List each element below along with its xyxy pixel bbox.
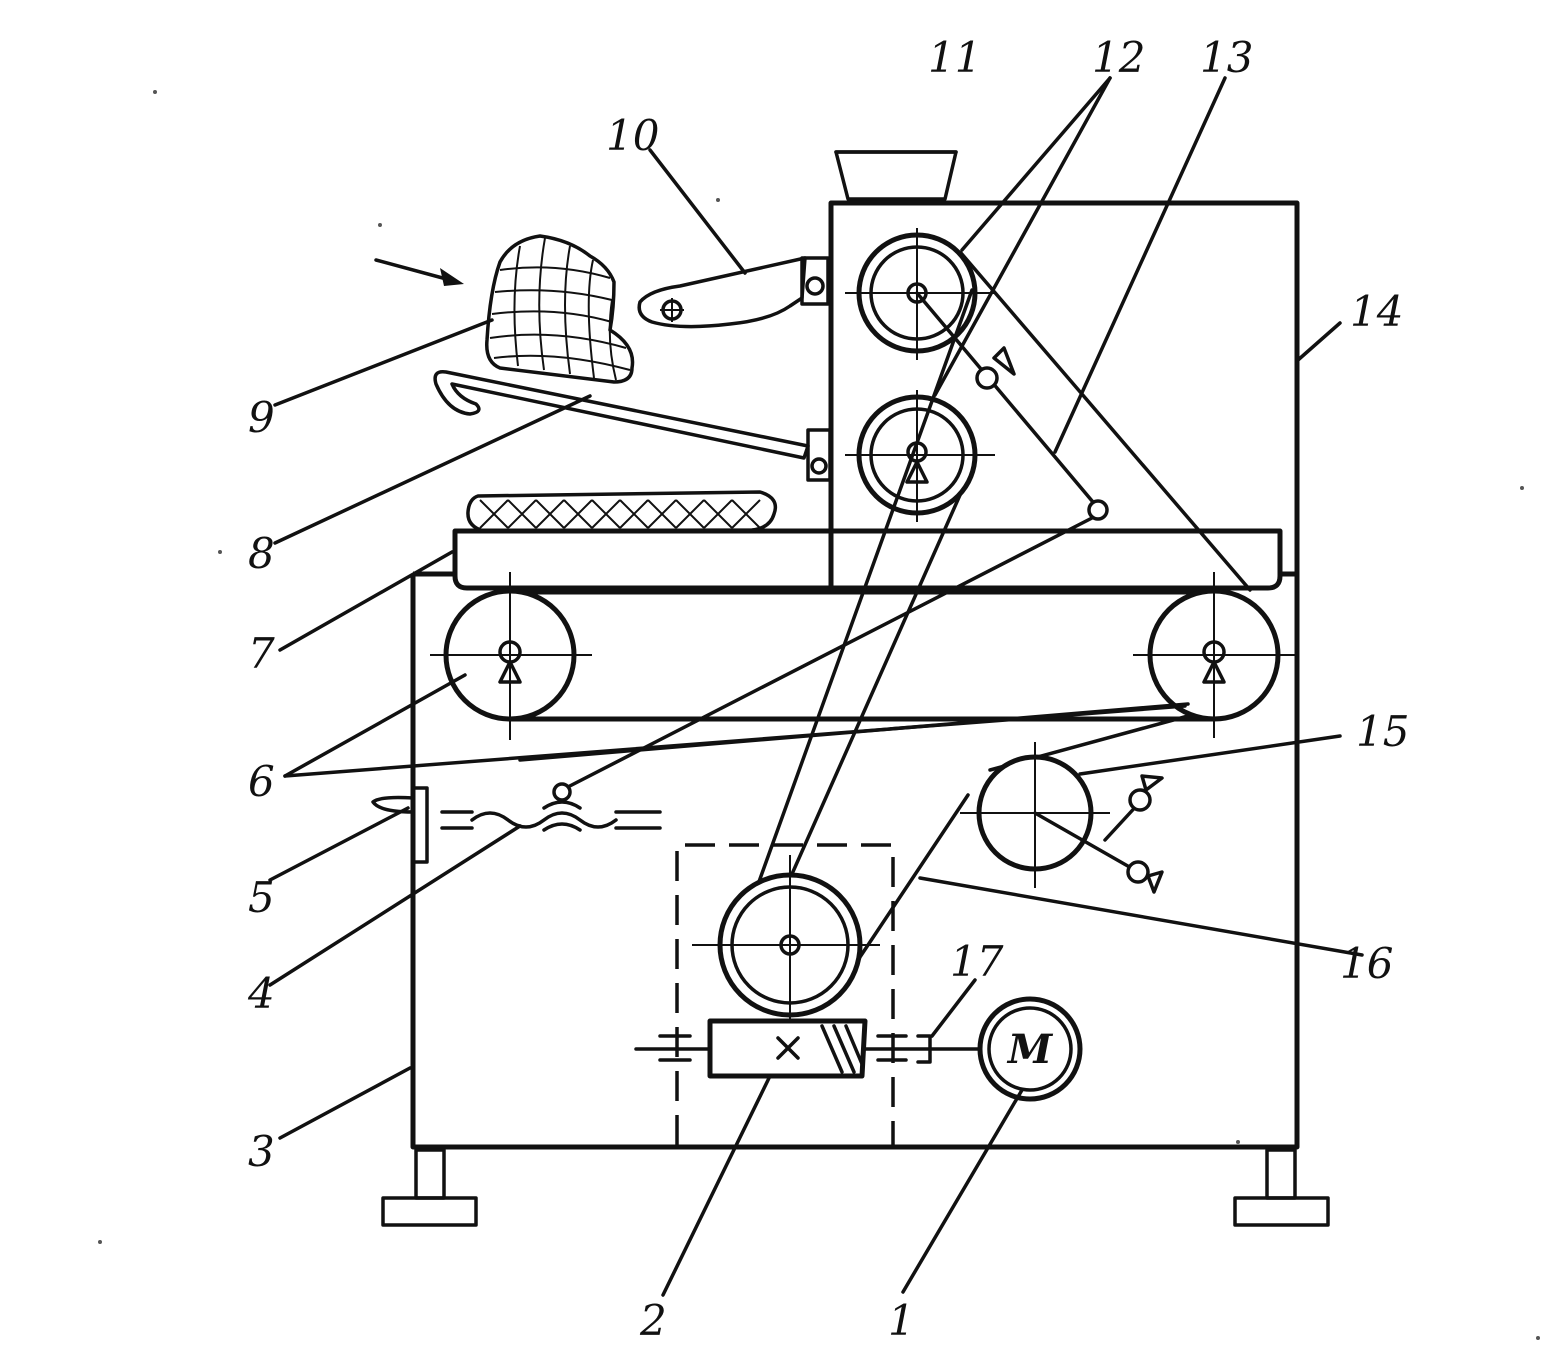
adjust-screw-spring [440, 782, 662, 832]
label-17: 17 [950, 937, 1004, 986]
conveyor-table [452, 528, 1283, 591]
label-16: 16 [1340, 939, 1393, 988]
label-4: 4 [247, 969, 275, 1018]
label-5: 5 [248, 873, 275, 922]
conveyor-belt [510, 589, 1214, 722]
label-3: 3 [248, 1127, 275, 1176]
dough-tray [433, 370, 832, 482]
label-10: 10 [606, 111, 659, 160]
label-11: 11 [928, 33, 981, 82]
belt-drum-right [1133, 572, 1295, 738]
label-2: 2 [639, 1296, 667, 1345]
lower-pressing-roller [845, 390, 995, 522]
dough-lump [485, 234, 635, 384]
adjust-handle [371, 786, 429, 864]
roller-housing [828, 200, 1300, 588]
machine-legs [381, 1148, 1330, 1227]
belt-drum-left [430, 572, 592, 740]
main-drive-pulley [692, 855, 880, 1020]
scan-specks [98, 90, 1540, 1340]
feed-direction-arrow [374, 258, 464, 286]
label-8: 8 [248, 529, 275, 578]
label-6: 6 [248, 757, 275, 806]
motor-label: M [1006, 1026, 1054, 1073]
label-14: 14 [1350, 287, 1403, 336]
coupling [916, 1034, 932, 1064]
hopper [834, 150, 958, 201]
reducer-gearbox [634, 1018, 992, 1079]
motor: M [977, 996, 1083, 1102]
reducer-enclosure [675, 843, 895, 1145]
part-labels: 1 2 3 4 5 6 7 8 9 10 11 12 13 14 15 16 1… [247, 33, 1409, 1345]
label-9: 9 [248, 393, 275, 442]
leader-lines [268, 76, 1364, 1297]
label-15: 15 [1356, 707, 1409, 756]
dough-sheet [466, 490, 778, 533]
label-1: 1 [888, 1296, 915, 1345]
tension-pulley [960, 742, 1164, 894]
roller-adjust-lever [915, 291, 1109, 521]
label-7: 7 [248, 629, 275, 678]
feed-plate [637, 256, 830, 329]
label-13: 13 [1200, 33, 1253, 82]
label-12: 12 [1092, 33, 1145, 82]
